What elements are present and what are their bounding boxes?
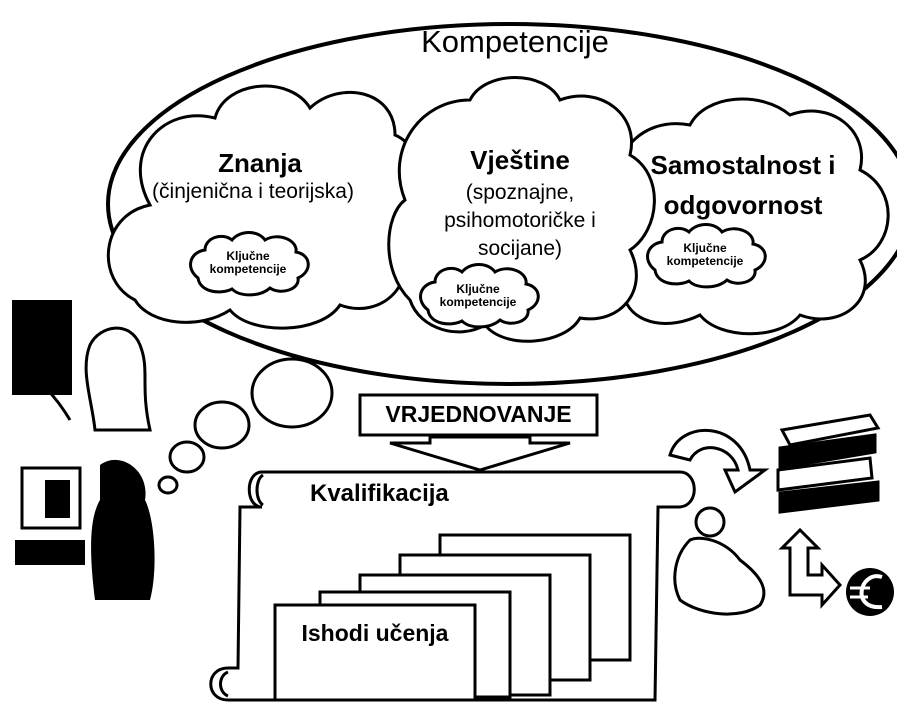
bidirectional-arrow-icon: [778, 527, 843, 609]
skills-heading: Vještine: [470, 145, 570, 175]
qualification-label: Kvalifikacija: [310, 480, 449, 507]
skills-subtitle: (spoznajne, psihomotoričke i socijane): [444, 181, 596, 260]
student-at-computer-icon: [15, 459, 155, 600]
thought-bubbles: [157, 357, 334, 495]
curved-arrow-icon: [668, 428, 770, 495]
evaluation-label: VRJEDNOVANJE: [385, 401, 572, 427]
learning-outcome-stack: [273, 533, 632, 702]
knowledge-subtitle: (činjenična i teorijska): [152, 180, 354, 203]
key-competences-cloud-1: [189, 231, 310, 297]
euro-coin-icon: [846, 568, 894, 616]
evaluation-arrow: [358, 393, 599, 472]
knowledge-heading: Znanja: [218, 148, 302, 178]
cloud-knowledge: [106, 84, 424, 330]
learning-outcomes-label: Ishodi učenja: [301, 620, 449, 646]
person-reaching-icon: [673, 506, 766, 616]
diagram-title: Kompetencije: [421, 24, 609, 59]
key-competences-cloud-3: [646, 223, 767, 289]
teacher-figure-icon: [12, 300, 152, 432]
books-icon: [776, 413, 881, 514]
key-competences-cloud-2: [419, 263, 540, 329]
autonomy-heading: Samostalnost i odgovornost: [650, 150, 836, 220]
